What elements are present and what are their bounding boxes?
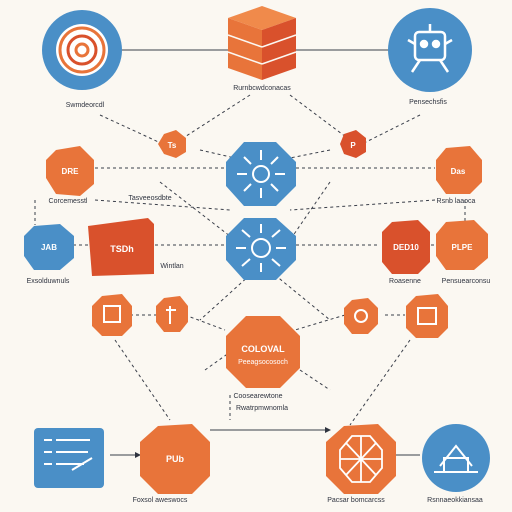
connector xyxy=(359,114,421,146)
document-list-icon xyxy=(44,439,93,471)
connector xyxy=(289,181,331,241)
mid-left-orange-label: Corcemesstl xyxy=(49,198,88,205)
robot-node-icon xyxy=(407,24,453,73)
connector xyxy=(199,149,236,159)
row3-right-orange-label: Pensuearconsu xyxy=(442,278,491,285)
red-right-node[interactable]: DED10 xyxy=(382,220,430,274)
bottom-center-label: Pacsar bomcarcss xyxy=(327,497,385,504)
top-right-label: Pensechsfis xyxy=(409,99,447,106)
row3-right-red-label: Roasenne xyxy=(389,278,421,285)
orange-small-left[interactable] xyxy=(92,294,132,336)
bottom-left-node[interactable] xyxy=(34,428,104,488)
connector xyxy=(349,339,411,426)
bottom-right-node[interactable] xyxy=(422,424,490,492)
orange-right-text: Das xyxy=(451,167,466,176)
small-red-node-top[interactable]: P xyxy=(340,130,366,158)
center-caption-2: Rwatrpmwnomla xyxy=(236,405,288,412)
connector xyxy=(94,199,231,211)
small-orange-node-top[interactable]: Ts xyxy=(158,130,186,158)
connector xyxy=(99,114,166,146)
red-right-text: DED10 xyxy=(393,243,419,252)
top-left-label: Swmdeorcdl xyxy=(66,102,105,109)
blue-left-node[interactable]: JAB xyxy=(24,224,74,270)
bottom-web-node[interactable] xyxy=(326,424,396,494)
top-left-node[interactable] xyxy=(42,10,122,90)
row3-right-text: Wintlan xyxy=(160,263,183,270)
bottom-center-orange-node[interactable]: PUb xyxy=(140,424,210,494)
mid-left-box-label: Tasveeosdbte xyxy=(128,195,171,202)
small-red-text: P xyxy=(350,141,356,150)
mid-right-orange-label: Rsnb laaoca xyxy=(437,198,476,205)
top-right-node[interactable] xyxy=(388,8,472,92)
node-circle xyxy=(388,8,472,92)
red-box-left[interactable]: TSDh xyxy=(88,218,154,276)
center-hub-top[interactable] xyxy=(226,142,296,206)
orange-far-right-node[interactable]: PLPE xyxy=(436,220,488,270)
center-subtitle: Peeagsocosoch xyxy=(238,359,288,366)
connector xyxy=(184,314,226,331)
connector xyxy=(274,274,331,321)
orange-right-node[interactable]: Das xyxy=(436,146,482,194)
connector xyxy=(294,314,346,331)
connector xyxy=(204,344,241,371)
spiral-target-icon xyxy=(56,24,108,76)
server-cube-icon xyxy=(227,6,297,80)
connector xyxy=(179,94,251,141)
connectors xyxy=(34,49,466,458)
row3-left-label: Exsolduwnuls xyxy=(27,278,70,285)
bottom-left-label: Foxsol aweswocs xyxy=(133,497,188,504)
connector xyxy=(289,199,436,211)
red-box-text: TSDh xyxy=(110,244,134,254)
orange-small-right2[interactable] xyxy=(406,294,448,338)
connector xyxy=(159,181,236,241)
virus-node-icon xyxy=(236,224,286,272)
network-hub-icon xyxy=(237,150,285,198)
house-network-icon xyxy=(434,444,478,473)
web-network-icon xyxy=(339,435,383,483)
orange-small-right[interactable] xyxy=(344,298,378,334)
orange-left-text: DRE xyxy=(62,167,80,176)
center-caption: Coosearewtone xyxy=(233,393,282,400)
connector xyxy=(289,94,351,141)
orange-small-left2[interactable] xyxy=(156,296,188,332)
center-title: COLOVAL xyxy=(241,344,285,354)
connector xyxy=(114,339,171,421)
connector xyxy=(199,274,251,321)
bottom-center-orange-text: PUb xyxy=(166,454,185,464)
orange-left-node[interactable]: DRE xyxy=(46,146,94,196)
blue-left-text: JAB xyxy=(41,243,57,252)
connector xyxy=(299,369,331,391)
small-orange-text: Ts xyxy=(168,141,177,150)
orange-far-right-text: PLPE xyxy=(452,243,474,252)
center-hub-mid[interactable] xyxy=(226,218,296,280)
bottom-right-label: Rsnnaeokkiansaa xyxy=(427,497,483,504)
connector xyxy=(289,149,331,159)
center-octagon[interactable]: COLOVAL Peeagsocosoch xyxy=(226,316,300,388)
top-center-node[interactable] xyxy=(227,6,297,80)
top-center-label: Rurnbcwdconacas xyxy=(233,85,291,92)
